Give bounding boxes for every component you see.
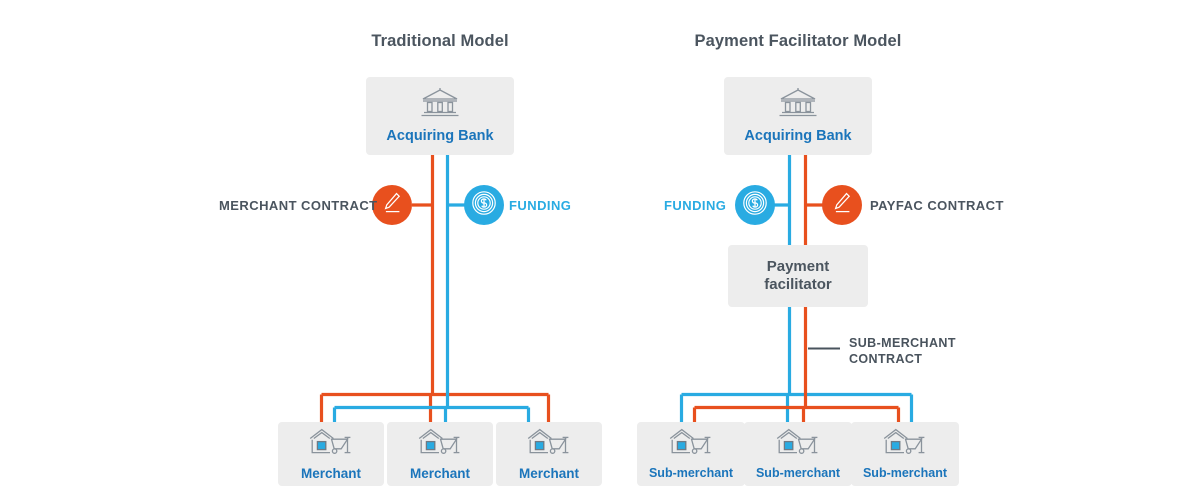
badge-funding-traditional[interactable]: [464, 185, 504, 225]
node-sub-merchant-3: Sub-merchant: [851, 422, 959, 486]
node-acquiring-bank-traditional: Acquiring Bank: [366, 77, 514, 155]
badge-label-merchant-contract: MERCHANT CONTRACT: [219, 198, 378, 213]
dollar-coin-icon: [471, 190, 497, 221]
node-label: Sub-merchant: [648, 466, 734, 481]
node-acquiring-bank-payfac: Acquiring Bank: [724, 77, 872, 155]
badge-label-funding-traditional: FUNDING: [509, 198, 572, 213]
node-label: Merchant: [518, 465, 579, 481]
node-merchant-2: Merchant: [387, 422, 493, 486]
panel-title-payfac: Payment Facilitator Model: [694, 32, 902, 50]
node-label: Sub-merchant: [755, 466, 841, 481]
node-sub-merchant-2: Sub-merchant: [744, 422, 852, 486]
storefront-icon: [416, 427, 464, 462]
badge-label-funding-payfac: FUNDING: [664, 198, 727, 213]
badge-merchant-contract[interactable]: [372, 185, 412, 225]
storefront-icon: [774, 427, 822, 462]
storefront-icon: [525, 427, 573, 462]
node-merchant-3: Merchant: [496, 422, 602, 486]
bank-building-icon: [777, 88, 819, 123]
storefront-icon: [667, 427, 715, 462]
badge-payfac-contract[interactable]: [822, 185, 862, 225]
node-merchant-1: Merchant: [278, 422, 384, 486]
storefront-icon: [881, 427, 929, 462]
storefront-icon: [307, 427, 355, 462]
pen-signature-icon: [832, 192, 852, 219]
node-label: Merchant: [300, 465, 361, 481]
annotation-sub-merchant-contract: SUB-MERCHANT CONTRACT: [849, 336, 956, 366]
pen-signature-icon: [382, 192, 402, 219]
node-label: Acquiring Bank: [744, 128, 852, 145]
node-payment-facilitator: Payment facilitator: [728, 245, 868, 307]
node-label: Sub-merchant: [862, 466, 948, 481]
dollar-coin-icon: [742, 190, 768, 221]
badge-funding-payfac[interactable]: [735, 185, 775, 225]
panel-title-traditional: Traditional Model: [371, 32, 509, 50]
bank-building-icon: [419, 88, 461, 123]
badge-label-payfac-contract: PAYFAC CONTRACT: [870, 198, 1004, 213]
node-sub-merchant-1: Sub-merchant: [637, 422, 745, 486]
node-label: Payment facilitator: [764, 258, 832, 293]
node-label: Merchant: [409, 465, 470, 481]
node-label: Acquiring Bank: [386, 128, 494, 145]
